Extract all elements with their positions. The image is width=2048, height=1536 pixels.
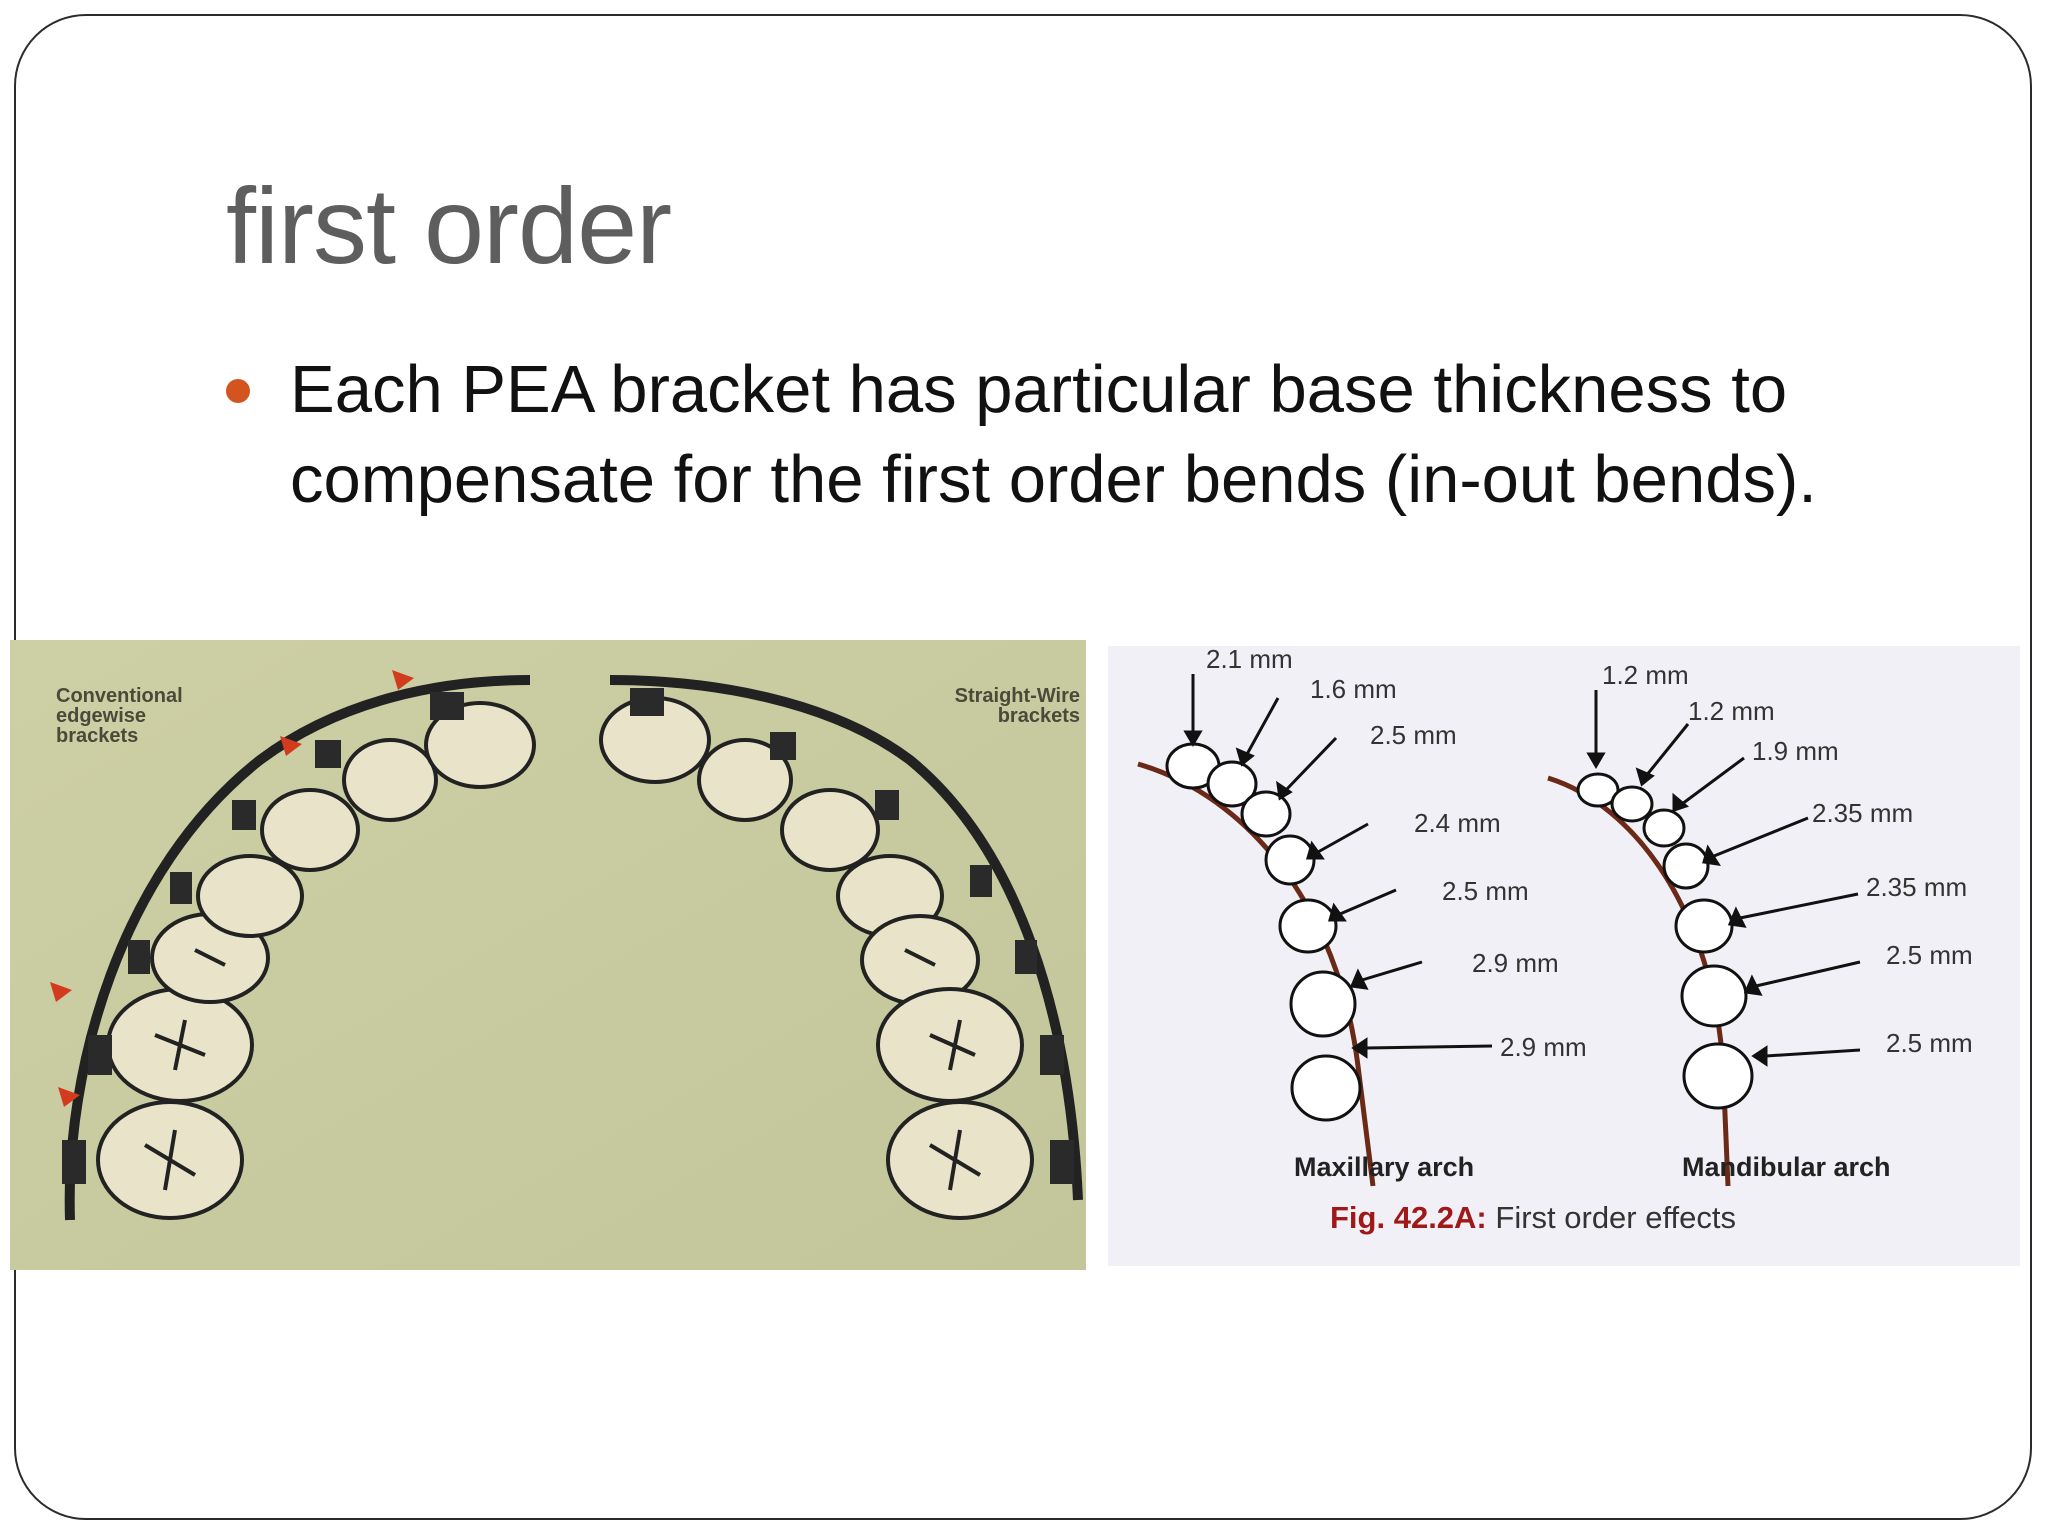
- bullet-list: Each PEA bracket has particular base thi…: [226, 345, 1926, 525]
- mandibular-teeth: [1576, 772, 1754, 1110]
- max-measure-5: 2.5 mm: [1442, 876, 1529, 906]
- mand-measure-4: 2.35 mm: [1812, 798, 1913, 828]
- figure-first-order-effects: 2.1 mm 1.6 mm 2.5 mm 2.4 mm 2.5 mm 2.9 m…: [1108, 646, 2020, 1266]
- max-measure-1: 2.1 mm: [1206, 646, 1293, 674]
- tooth-fissures: [143, 948, 982, 1191]
- maxillary-labels: 2.1 mm 1.6 mm 2.5 mm 2.4 mm 2.5 mm 2.9 m…: [1206, 646, 1587, 1062]
- teeth-right-group: [599, 696, 1034, 1220]
- mandibular-arch-label: Mandibular arch: [1682, 1152, 1891, 1182]
- mand-measure-5: 2.35 mm: [1866, 872, 1967, 902]
- maxillary-teeth: [1165, 742, 1362, 1122]
- figure-dental-arch-brackets: Conventional edgewise brackets Straight-…: [10, 640, 1086, 1270]
- caption-prefix: Fig. 42.2A:: [1330, 1200, 1487, 1235]
- first-order-effects-diagram: 2.1 mm 1.6 mm 2.5 mm 2.4 mm 2.5 mm 2.9 m…: [1108, 646, 2020, 1266]
- label-straight-wire-line2: brackets: [998, 705, 1080, 727]
- bullet-text: Each PEA bracket has particular base thi…: [290, 352, 1817, 517]
- maxillary-arch-label: Maxillary arch: [1294, 1152, 1474, 1182]
- label-conventional-line3: brackets: [56, 725, 138, 747]
- bullet-dot-icon: [226, 379, 250, 403]
- mandibular-arrows: [1586, 690, 1861, 1067]
- mand-measure-3: 1.9 mm: [1752, 736, 1839, 766]
- max-measure-7: 2.9 mm: [1500, 1032, 1587, 1062]
- label-conventional-line1: Conventional: [56, 685, 183, 707]
- figure-caption: Fig. 42.2A: First order effects: [1330, 1200, 1736, 1235]
- mandibular-labels: 1.2 mm 1.2 mm 1.9 mm 2.35 mm 2.35 mm 2.5…: [1602, 660, 1973, 1058]
- maxillary-arrows: [1183, 674, 1493, 1059]
- bullet-item: Each PEA bracket has particular base thi…: [226, 345, 1926, 525]
- caption-text: First order effects: [1487, 1200, 1736, 1235]
- max-measure-2: 1.6 mm: [1310, 674, 1397, 704]
- mand-measure-2: 1.2 mm: [1688, 696, 1775, 726]
- slide-title: first order: [226, 165, 672, 286]
- label-straight-wire-line1: Straight-Wire: [955, 685, 1080, 707]
- red-triangle-marker-icon: [50, 670, 414, 1107]
- brackets: [62, 688, 1074, 1184]
- label-conventional-line2: edgewise: [56, 705, 146, 727]
- arch-wire-left: [64, 675, 531, 1221]
- mand-measure-7: 2.5 mm: [1886, 1028, 1973, 1058]
- dental-arch-illustration: Conventional edgewise brackets Straight-…: [10, 640, 1086, 1270]
- mand-measure-6: 2.5 mm: [1886, 940, 1973, 970]
- max-measure-6: 2.9 mm: [1472, 948, 1559, 978]
- mand-measure-1: 1.2 mm: [1602, 660, 1689, 690]
- max-measure-4: 2.4 mm: [1414, 808, 1501, 838]
- max-measure-3: 2.5 mm: [1370, 720, 1457, 750]
